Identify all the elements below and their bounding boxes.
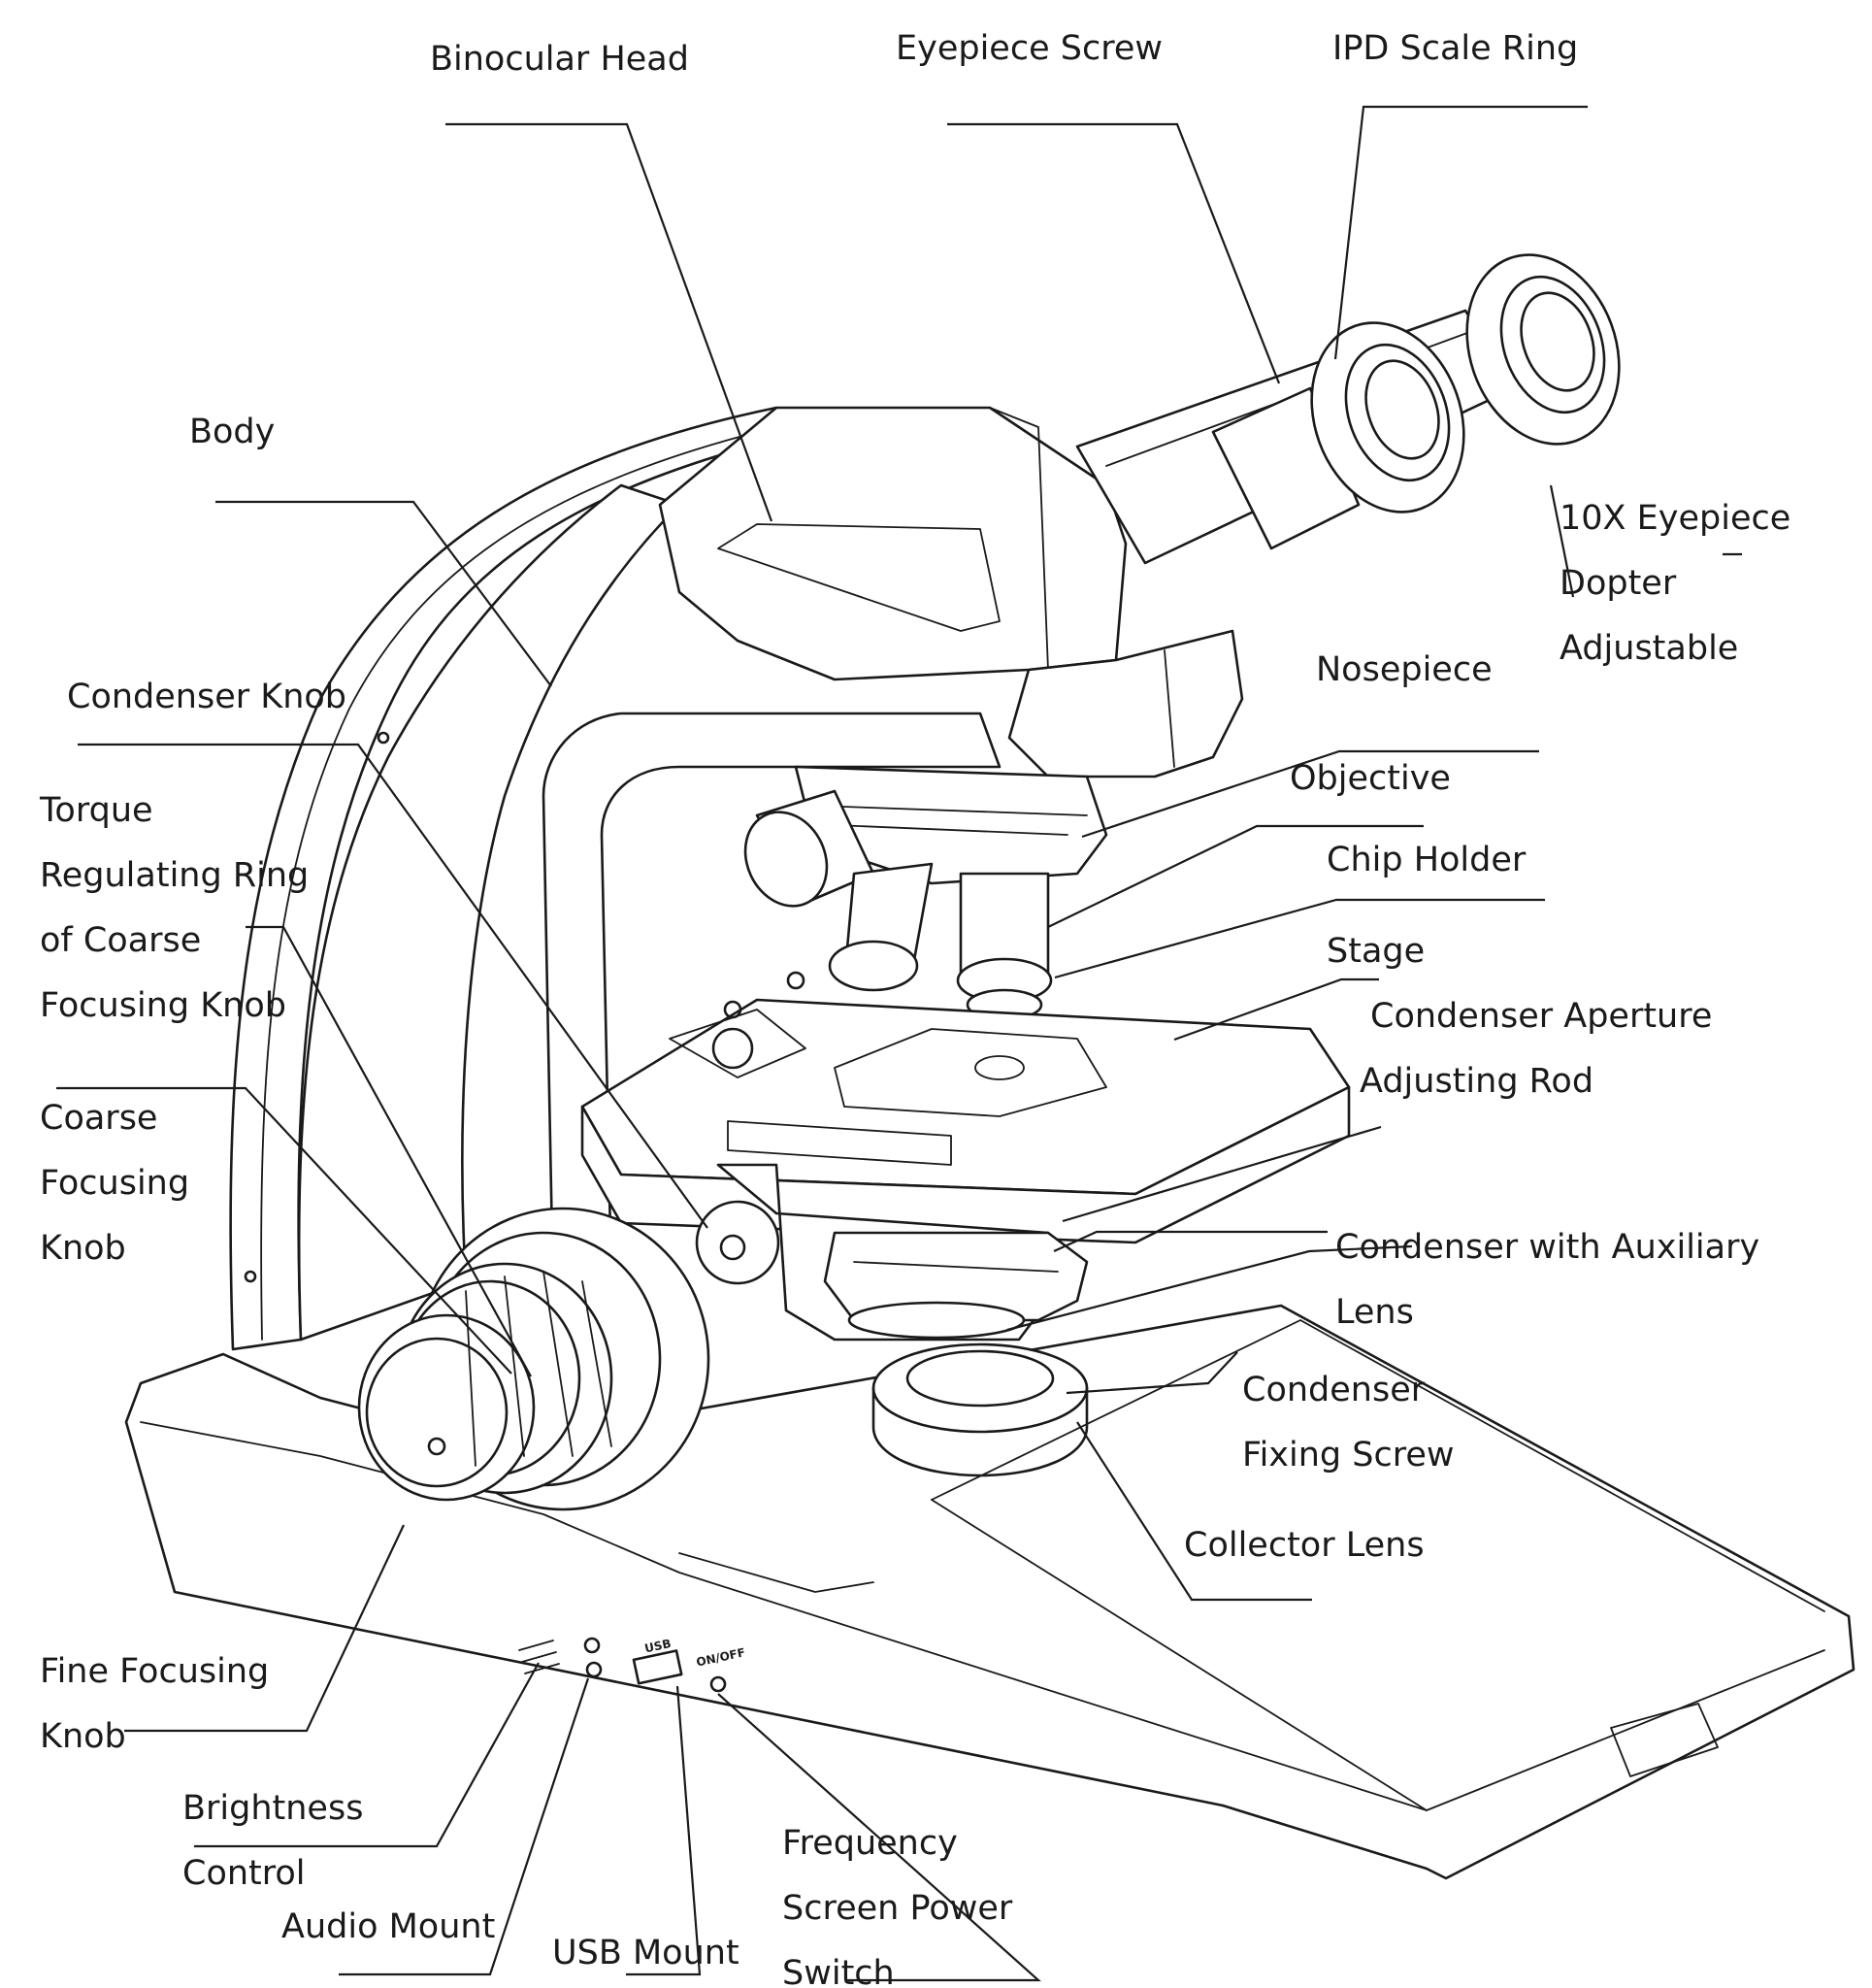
label-frequency-line2: Screen Power — [782, 1889, 1013, 1928]
label-condenser-knob: Condenser Knob — [67, 678, 346, 716]
label-condenser-fixing-line1: Condenser — [1242, 1371, 1426, 1409]
callout-labels: Binocular Head Eyepiece Screw IPD Scale … — [39, 29, 1790, 1988]
label-frequency-line3: Switch — [782, 1954, 895, 1988]
label-torque-line3: of Coarse — [40, 921, 201, 960]
label-condenser-aux-line2: Lens — [1335, 1293, 1414, 1332]
label-chip-holder: Chip Holder — [1327, 841, 1527, 879]
label-fine-focusing-line2: Knob — [40, 1717, 126, 1756]
label-coarse-line2: Focusing — [40, 1164, 189, 1203]
label-usb-mount: USB Mount — [552, 1934, 739, 1972]
label-torque-line1: Torque — [39, 791, 153, 830]
usb-port-text: USB — [643, 1637, 673, 1655]
label-objective: Objective — [1290, 759, 1451, 798]
label-torque-line2: Regulating Ring — [40, 856, 309, 895]
label-frequency-line1: Frequency — [782, 1824, 958, 1863]
label-brightness-line2: Control — [182, 1854, 306, 1893]
label-condenser-aperture-line2: Adjusting Rod — [1360, 1062, 1593, 1101]
label-eyepiece-screw: Eyepiece Screw — [896, 29, 1163, 68]
label-audio-mount: Audio Mount — [281, 1907, 495, 1946]
label-condenser-aux-line1: Condenser with Auxiliary — [1335, 1228, 1759, 1267]
label-condenser-aperture-line1: Condenser Aperture — [1370, 997, 1712, 1036]
label-torque-line4: Focusing Knob — [40, 986, 286, 1025]
label-10x-eyepiece: 10X Eyepiece — [1560, 499, 1790, 538]
label-coarse-line3: Knob — [40, 1229, 126, 1268]
leader-lines — [56, 105, 1742, 1982]
label-collector-lens: Collector Lens — [1184, 1526, 1425, 1565]
label-stage: Stage — [1327, 932, 1425, 971]
label-coarse-line1: Coarse — [40, 1099, 157, 1138]
label-nosepiece: Nosepiece — [1316, 650, 1493, 689]
label-fine-focusing-line1: Fine Focusing — [40, 1652, 269, 1691]
label-binocular-head: Binocular Head — [430, 40, 689, 79]
label-ipd-scale-ring: IPD Scale Ring — [1332, 29, 1578, 68]
label-condenser-fixing-line2: Fixing Screw — [1242, 1436, 1455, 1474]
label-dopter: Dopter — [1560, 564, 1677, 603]
label-brightness-line1: Brightness — [182, 1789, 363, 1828]
label-adjustable: Adjustable — [1560, 629, 1738, 668]
label-body: Body — [189, 413, 275, 451]
microscope-illustration: USB ON/OFF — [124, 253, 1856, 1880]
